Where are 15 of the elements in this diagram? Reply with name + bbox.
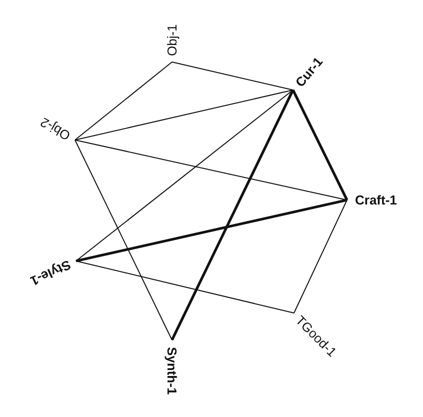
connector-line	[292, 89, 348, 201]
connector-line	[76, 198, 348, 262]
node-label: Obj-2	[38, 114, 73, 144]
connector-line	[74, 62, 172, 140]
connector-line	[74, 140, 172, 340]
connector-line	[76, 260, 294, 314]
connector-line	[172, 62, 294, 90]
node-label: Synth-1	[164, 347, 180, 395]
connector-line	[74, 90, 294, 140]
connector-line	[74, 140, 348, 200]
connector-line	[76, 90, 294, 262]
connector-line	[294, 200, 348, 314]
node-label: Obj-1	[164, 24, 180, 56]
connector-line	[170, 89, 294, 341]
node-label: Craft-1	[355, 192, 397, 208]
